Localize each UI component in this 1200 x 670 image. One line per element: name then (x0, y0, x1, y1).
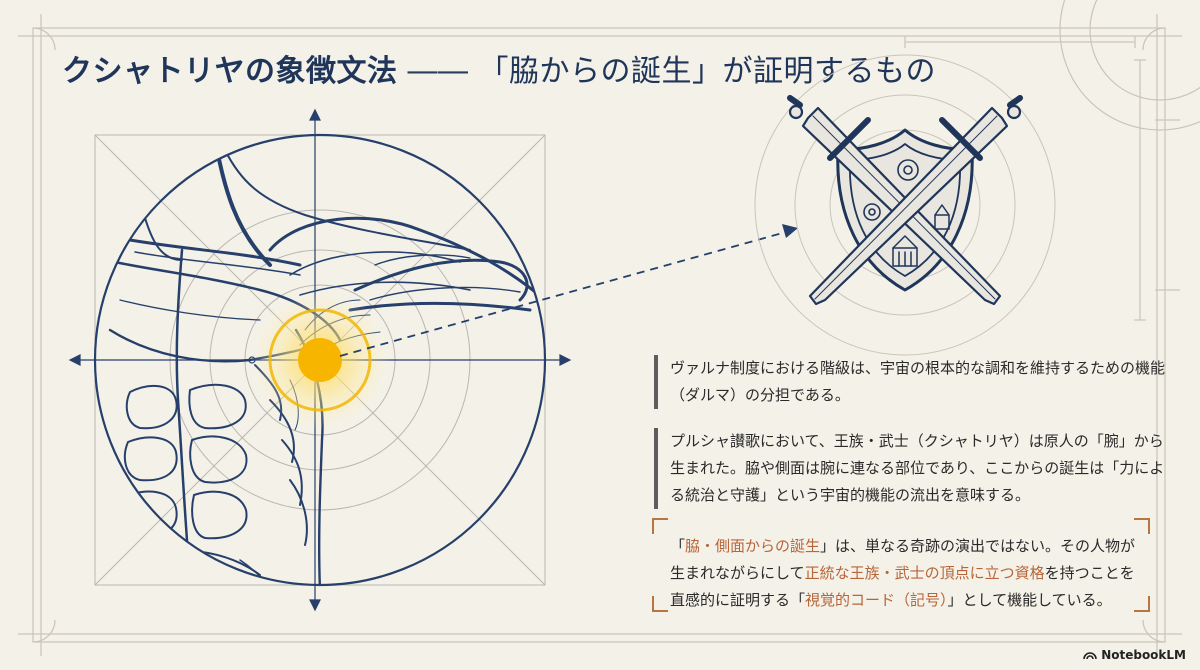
title-dash: ―― (407, 54, 469, 89)
callout-highlight: 視覚的コード（記号） (805, 591, 948, 609)
notebooklm-logo-icon (1083, 652, 1097, 660)
callout-text-part: 」として機能している。 (947, 591, 1112, 609)
logo-label: NotebookLM (1101, 648, 1186, 662)
callout-text: 「脇・側面からの誕生」は、単なる奇跡の演出ではない。その人物が生まれながらにして… (670, 533, 1140, 614)
dashed-arrow (339, 231, 787, 357)
callout-highlight: 正統な王族・武士の頂点に立つ資格 (804, 564, 1045, 582)
callout-corner (652, 596, 668, 612)
page-title: クシャトリヤの象徴文法 ―― 「脇からの誕生」が証明するもの (62, 46, 936, 90)
callout-text-part: 「 (670, 537, 686, 555)
callout-text-part: を持つことを直感的に証明する「 (670, 564, 1135, 609)
paragraph-varna: ヴァルナ制度における階級は、宇宙の根本的な調和を維持するための機能（ダルマ）の分… (654, 355, 1170, 409)
callout-highlight: 脇・側面からの誕生 (685, 537, 821, 555)
callout-corner (1134, 518, 1150, 534)
callout-corner (652, 518, 668, 534)
callout-text-part: 」は、単なる奇跡の演出ではない。その人物が生まれながらにして (670, 537, 1136, 582)
title-subtitle: 「脇からの誕生」が証明するもの (478, 54, 936, 89)
paragraph-purusha: プルシャ讃歌において、王族・武士（クシャトリヤ）は原人の「腕」から生まれた。脇や… (654, 428, 1170, 509)
callout-box: 「脇・側面からの誕生」は、単なる奇跡の演出ではない。その人物が生まれながらにして… (652, 518, 1150, 612)
notebooklm-logo: NotebookLM (1083, 648, 1186, 662)
birth-point-glow (298, 338, 342, 382)
callout-corner (1134, 596, 1150, 612)
title-main: クシャトリヤの象徴文法 (62, 54, 398, 89)
